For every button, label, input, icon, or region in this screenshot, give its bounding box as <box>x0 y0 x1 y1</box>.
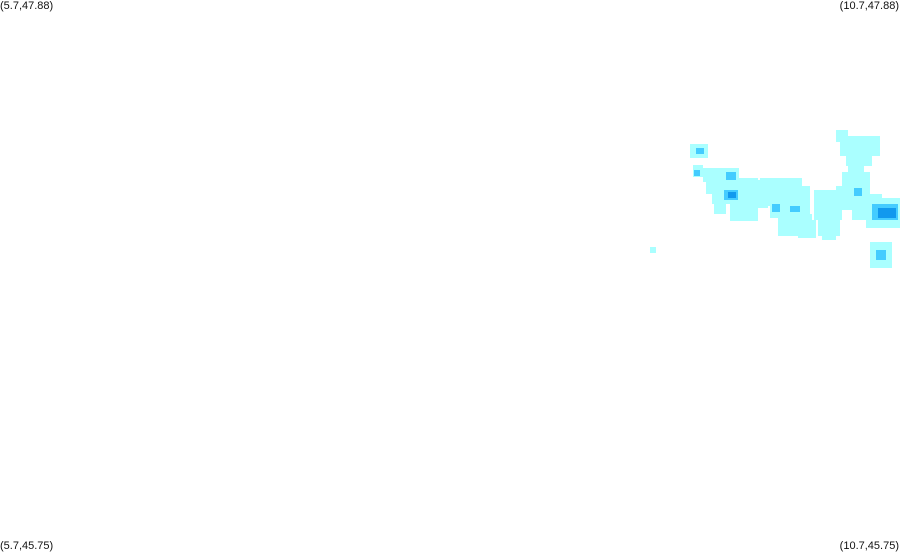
precip-cell-level-3 <box>878 208 896 218</box>
corner-label-top-right: (10.7,47.88) <box>839 0 899 12</box>
precip-cell-level-1 <box>650 247 656 253</box>
corner-label-bottom-left: (5.7,45.75) <box>0 540 54 552</box>
precip-cell-level-2 <box>876 250 886 260</box>
precip-cell-level-2 <box>696 148 704 154</box>
corner-label-bottom-right: (10.7,45.75) <box>839 540 899 552</box>
precip-cell-level-2 <box>694 170 700 176</box>
precip-cell-level-2 <box>726 172 736 180</box>
precip-cell-level-1 <box>848 162 864 174</box>
precip-cell-level-3 <box>728 192 736 198</box>
precip-cell-level-2 <box>772 204 780 212</box>
precip-cell-level-1 <box>714 200 726 214</box>
precip-cell-level-1 <box>798 220 816 238</box>
corner-label-top-left: (5.7,47.88) <box>0 0 54 12</box>
precip-cell-level-1 <box>778 214 798 236</box>
precip-cell-level-2 <box>854 188 862 196</box>
precip-cell-level-2 <box>790 206 800 212</box>
precip-cell-level-1 <box>822 228 836 240</box>
precip-cell-level-1 <box>836 186 852 210</box>
